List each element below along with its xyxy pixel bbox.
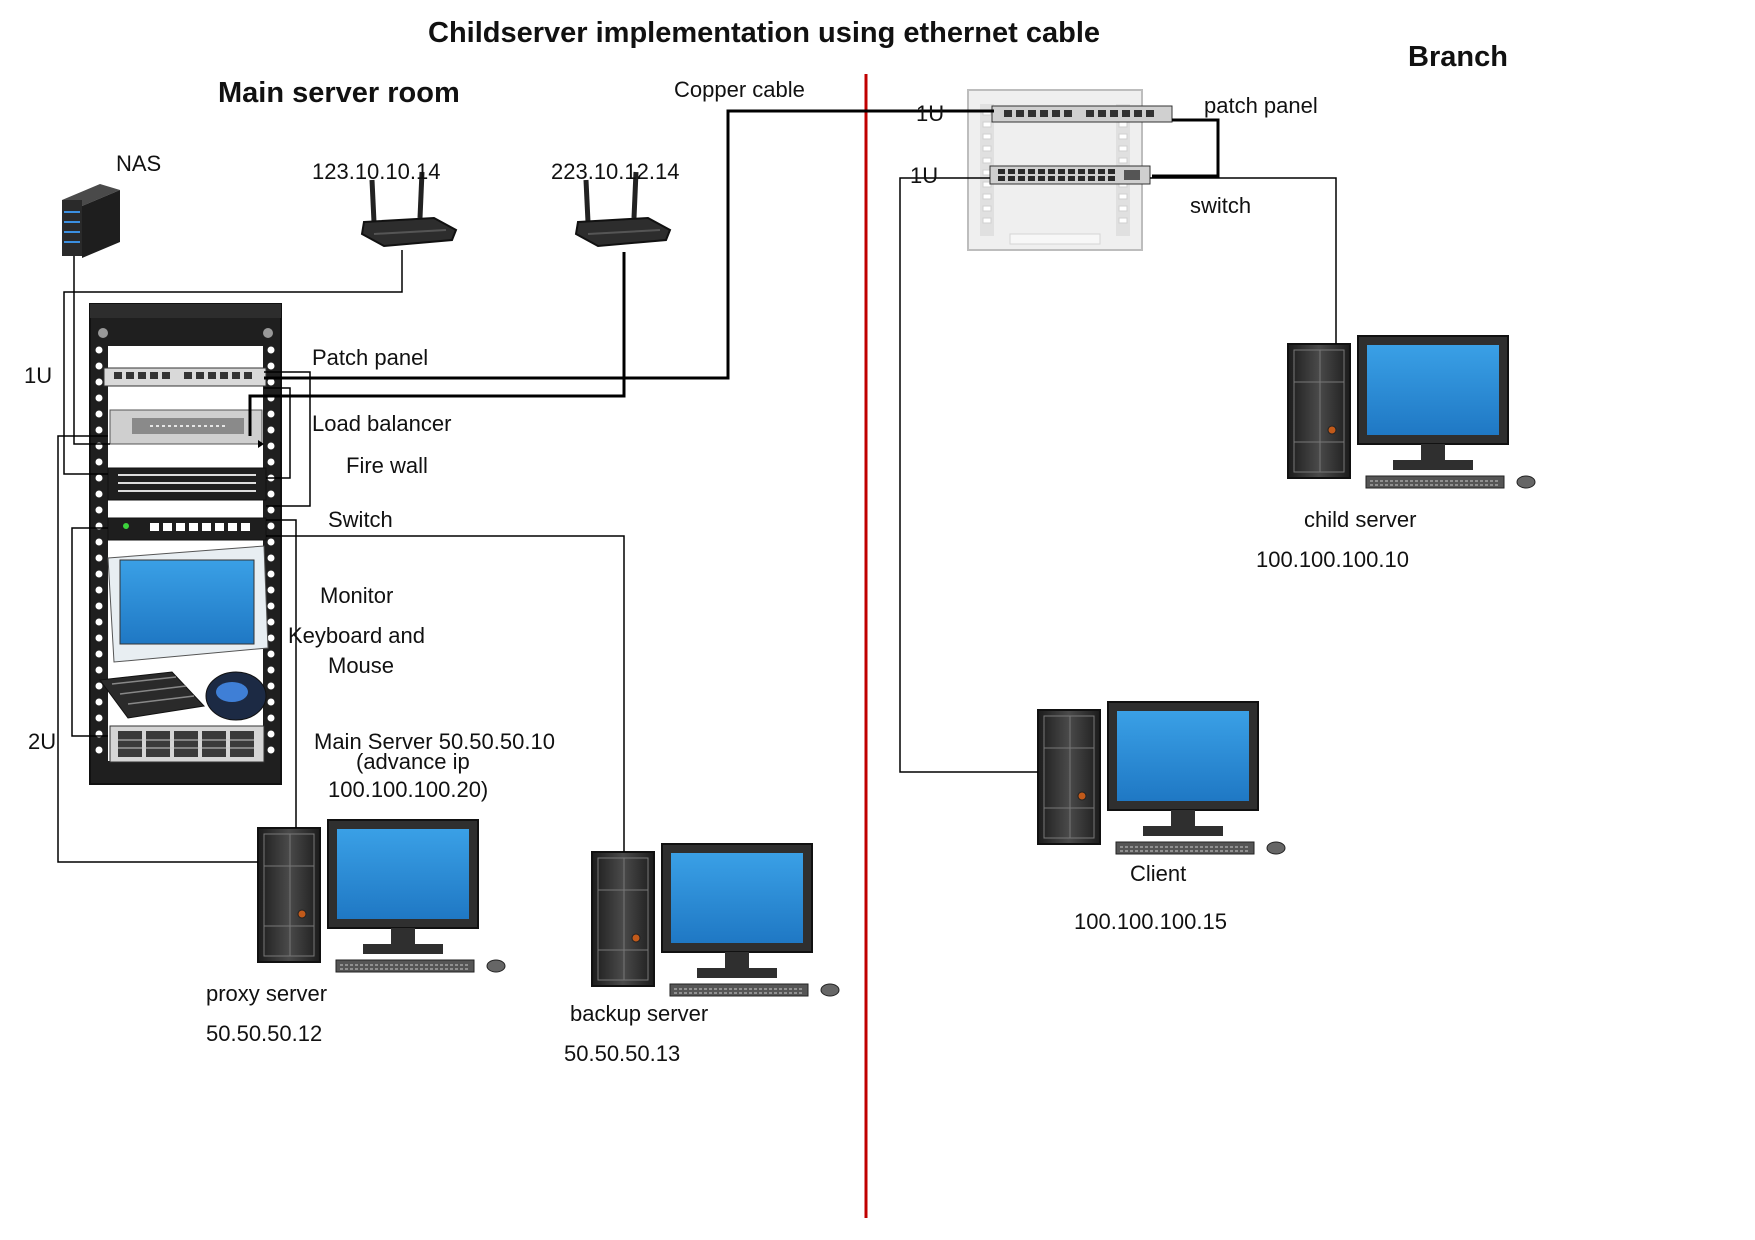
cables bbox=[57, 109, 1337, 863]
patch-lb-cable bbox=[264, 387, 291, 479]
mainserver-cable bbox=[71, 527, 108, 737]
nas-label: NAS bbox=[116, 151, 162, 176]
backup-server-ip: 50.50.50.13 bbox=[564, 1041, 681, 1066]
child-server-label: child server bbox=[1304, 507, 1417, 532]
backup-server-label: backup server bbox=[570, 1001, 709, 1026]
router2-ip: 223.10.12.14 bbox=[551, 159, 680, 184]
patch-panel-label: Patch panel bbox=[312, 345, 429, 370]
copper-cable bbox=[264, 109, 994, 380]
branch-patch-panel-label: patch panel bbox=[1204, 93, 1318, 118]
main-room-heading: Main server room bbox=[218, 77, 460, 109]
rack-1u-label: 1U bbox=[24, 363, 53, 388]
main-server-label: Main Server 50.50.50.10 bbox=[314, 729, 555, 754]
diagram-title: Childserver implementation using etherne… bbox=[428, 17, 1100, 49]
router2-cable bbox=[248, 252, 626, 436]
main-server-advance-ip-value: 100.100.100.20) bbox=[328, 777, 489, 802]
client-computer bbox=[1037, 701, 1286, 855]
router1-ip: 123.10.10.14 bbox=[312, 159, 441, 184]
backup-server-computer bbox=[591, 843, 840, 997]
nas-device bbox=[62, 184, 120, 258]
proxy-server-ip: 50.50.50.12 bbox=[206, 1021, 323, 1046]
proxy-server-label: proxy server bbox=[206, 981, 328, 1006]
patch-firewall-cable bbox=[264, 371, 311, 507]
proxy-cable bbox=[57, 435, 258, 863]
fire-wall-label: Fire wall bbox=[346, 453, 428, 478]
branch-switch-label: switch bbox=[1190, 193, 1252, 218]
child-server-ip: 100.100.100.10 bbox=[1256, 547, 1409, 572]
proxy-server-computer bbox=[257, 819, 506, 973]
rack-2u-label: 2U bbox=[28, 729, 57, 754]
rack-switch bbox=[107, 517, 267, 541]
branch-1u-label-b: 1U bbox=[910, 163, 939, 188]
switch-label: Switch bbox=[328, 507, 393, 532]
router1-cable bbox=[63, 250, 403, 475]
nas-cable bbox=[73, 256, 110, 445]
branch-1u-label-a: 1U bbox=[916, 101, 945, 126]
branch-heading: Branch bbox=[1408, 41, 1508, 73]
client-cable bbox=[899, 177, 1038, 773]
mouse-label: Mouse bbox=[328, 653, 395, 678]
child-server-computer bbox=[1287, 335, 1536, 489]
server-rack bbox=[89, 303, 282, 785]
keyboard-label: Keyboard and bbox=[288, 623, 425, 648]
branch-patch-switch bbox=[1152, 118, 1220, 178]
copper-cable-label: Copper cable bbox=[674, 77, 805, 102]
load-balancer-label: Load balancer bbox=[312, 411, 452, 436]
client-ip: 100.100.100.15 bbox=[1074, 909, 1227, 934]
proxy-switch-cable bbox=[266, 519, 297, 828]
backup-cable bbox=[266, 535, 625, 852]
monitor-label: Monitor bbox=[320, 583, 394, 608]
client-label: Client bbox=[1130, 861, 1187, 886]
child-cable bbox=[1150, 177, 1337, 344]
main-server-advance-ip: (advance ip bbox=[356, 749, 470, 774]
branch-rack bbox=[967, 89, 1173, 251]
rack-keyboard bbox=[99, 671, 206, 719]
